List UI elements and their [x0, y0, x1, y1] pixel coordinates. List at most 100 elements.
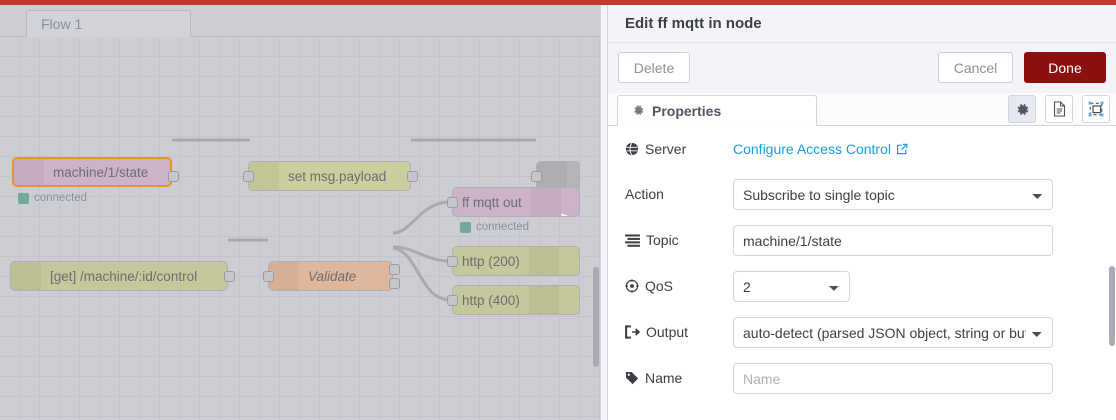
change-icon	[249, 162, 279, 190]
topic-label-group: Topic	[625, 225, 733, 255]
workspace-scrollbar-thumb[interactable]	[593, 267, 599, 367]
server-control: Configure Access Control	[733, 134, 908, 164]
document-icon	[1052, 101, 1067, 117]
name-control	[733, 363, 1053, 394]
tasks-icon	[625, 233, 640, 247]
name-input[interactable]	[733, 363, 1053, 394]
flow-wires	[172, 138, 536, 302]
flow-node-output-port-1[interactable]	[389, 264, 400, 275]
edit-node-dialog: Edit ff mqtt in node Delete Cancel Done …	[607, 5, 1116, 420]
form-row-topic: Topic	[608, 225, 1108, 256]
flow-node-function[interactable]: Validate	[268, 261, 393, 291]
globe-icon	[625, 142, 639, 156]
status-text: connected	[476, 221, 530, 233]
flow-node-http-200[interactable]: http (200)	[452, 246, 580, 276]
debug-icon	[537, 162, 567, 190]
flow-workspace: Flow 1	[0, 5, 600, 420]
flow-tab-flow-1[interactable]: Flow 1	[26, 10, 191, 38]
action-select[interactable]: Subscribe to single topic	[733, 179, 1053, 210]
description-icon-button[interactable]	[1045, 95, 1073, 123]
flow-node-mqtt-out[interactable]: ff mqtt out	[452, 187, 580, 217]
flow-node-label: machine/1/state	[53, 164, 149, 180]
form-row-action: Action Subscribe to single topic	[608, 179, 1108, 210]
dialog-scrollbar-thumb[interactable]	[1109, 266, 1115, 346]
flow-node-output-port[interactable]	[168, 171, 179, 182]
configure-access-control-link-label: Configure Access Control	[733, 141, 891, 157]
node-properties-form: Server Configure Access Control	[608, 126, 1116, 420]
flow-tab-label: Flow 1	[41, 16, 83, 32]
name-label-group: Name	[625, 363, 733, 393]
external-link-icon	[896, 143, 908, 155]
flow-node-label: Validate	[308, 268, 357, 284]
dialog-scrollbar[interactable]	[1108, 126, 1116, 420]
topic-label: Topic	[646, 232, 679, 248]
status-dot-icon	[460, 221, 471, 233]
mqtt-icon	[14, 159, 124, 185]
flow-node-input-port[interactable]	[531, 171, 542, 182]
flow-node-output-port[interactable]	[407, 171, 418, 182]
topic-input[interactable]	[733, 225, 1053, 256]
flow-node-input-port[interactable]	[243, 171, 254, 182]
panel-splitter[interactable]	[600, 5, 607, 420]
status-text: connected	[34, 192, 88, 204]
flow-node-http-400[interactable]: http (400)	[452, 285, 580, 315]
flow-node-label: set msg.payload	[288, 168, 387, 184]
topic-control	[733, 225, 1053, 256]
tab-properties[interactable]: Properties	[617, 95, 817, 126]
flow-tab-bar: Flow 1	[0, 5, 600, 38]
delete-button[interactable]: Delete	[618, 52, 690, 83]
mqtt-icon	[530, 188, 569, 216]
appearance-icon-button[interactable]	[1082, 95, 1110, 123]
flow-node-input-port[interactable]	[447, 197, 458, 208]
name-label: Name	[645, 370, 683, 386]
configure-access-control-link[interactable]: Configure Access Control	[733, 134, 908, 164]
globe-icon	[11, 262, 41, 290]
flow-canvas[interactable]: machine/1/state connected set msg.payloa…	[0, 37, 600, 420]
flow-node-change[interactable]: set msg.payload	[248, 161, 411, 191]
output-select[interactable]: auto-detect (parsed JSON object, string …	[733, 317, 1053, 348]
action-label: Action	[625, 186, 664, 202]
gear-icon	[632, 104, 645, 117]
server-label-group: Server	[625, 134, 733, 164]
workspace-scrollbar[interactable]	[592, 37, 600, 420]
cancel-button[interactable]: Cancel	[938, 52, 1013, 83]
status-dot-icon	[18, 192, 29, 204]
output-control: auto-detect (parsed JSON object, string …	[733, 317, 1053, 348]
globe-icon	[528, 286, 559, 314]
flow-node-output-port-2[interactable]	[389, 278, 400, 289]
flow-node-http-in[interactable]: [get] /machine/:id/control	[10, 261, 228, 291]
form-row-name: Name	[608, 363, 1108, 394]
flow-node-mqtt-in[interactable]: machine/1/state	[12, 157, 172, 187]
dialog-action-bar: Delete Cancel Done	[608, 43, 1116, 93]
flow-node-label: ff mqtt out	[462, 194, 522, 210]
dialog-tab-strip: Properties	[608, 93, 1116, 126]
globe-icon	[528, 247, 559, 275]
action-label-group: Action	[625, 179, 733, 209]
dialog-title: Edit ff mqtt in node	[608, 5, 1116, 43]
qos-label-group: QoS	[625, 271, 733, 301]
flow-node-status-mqtt-out: connected	[460, 221, 529, 233]
qos-select[interactable]: 2	[733, 271, 850, 302]
flow-node-output-port[interactable]	[224, 271, 235, 282]
tag-icon	[625, 371, 639, 385]
done-button[interactable]: Done	[1024, 52, 1106, 83]
qos-control: 2	[733, 271, 850, 302]
flow-node-status-mqtt-in: connected	[18, 192, 87, 204]
sign-out-icon	[625, 325, 640, 339]
gear-icon	[1015, 102, 1030, 117]
flow-node-input-port[interactable]	[263, 271, 274, 282]
tab-properties-label: Properties	[652, 102, 722, 119]
server-label: Server	[645, 141, 687, 157]
flow-node-input-port[interactable]	[447, 256, 458, 267]
crosshairs-icon	[625, 279, 639, 293]
appearance-icon	[1088, 101, 1104, 117]
properties-icon-button[interactable]	[1008, 95, 1036, 123]
function-icon	[269, 262, 299, 290]
flow-node-label: http (200)	[462, 253, 520, 269]
form-row-output: Output auto-detect (parsed JSON object, …	[608, 317, 1108, 348]
flow-node-label: http (400)	[462, 292, 520, 308]
flow-node-input-port[interactable]	[447, 295, 458, 306]
form-row-server: Server Configure Access Control	[608, 134, 1108, 164]
action-control: Subscribe to single topic	[733, 179, 1053, 210]
qos-label: QoS	[645, 278, 674, 294]
